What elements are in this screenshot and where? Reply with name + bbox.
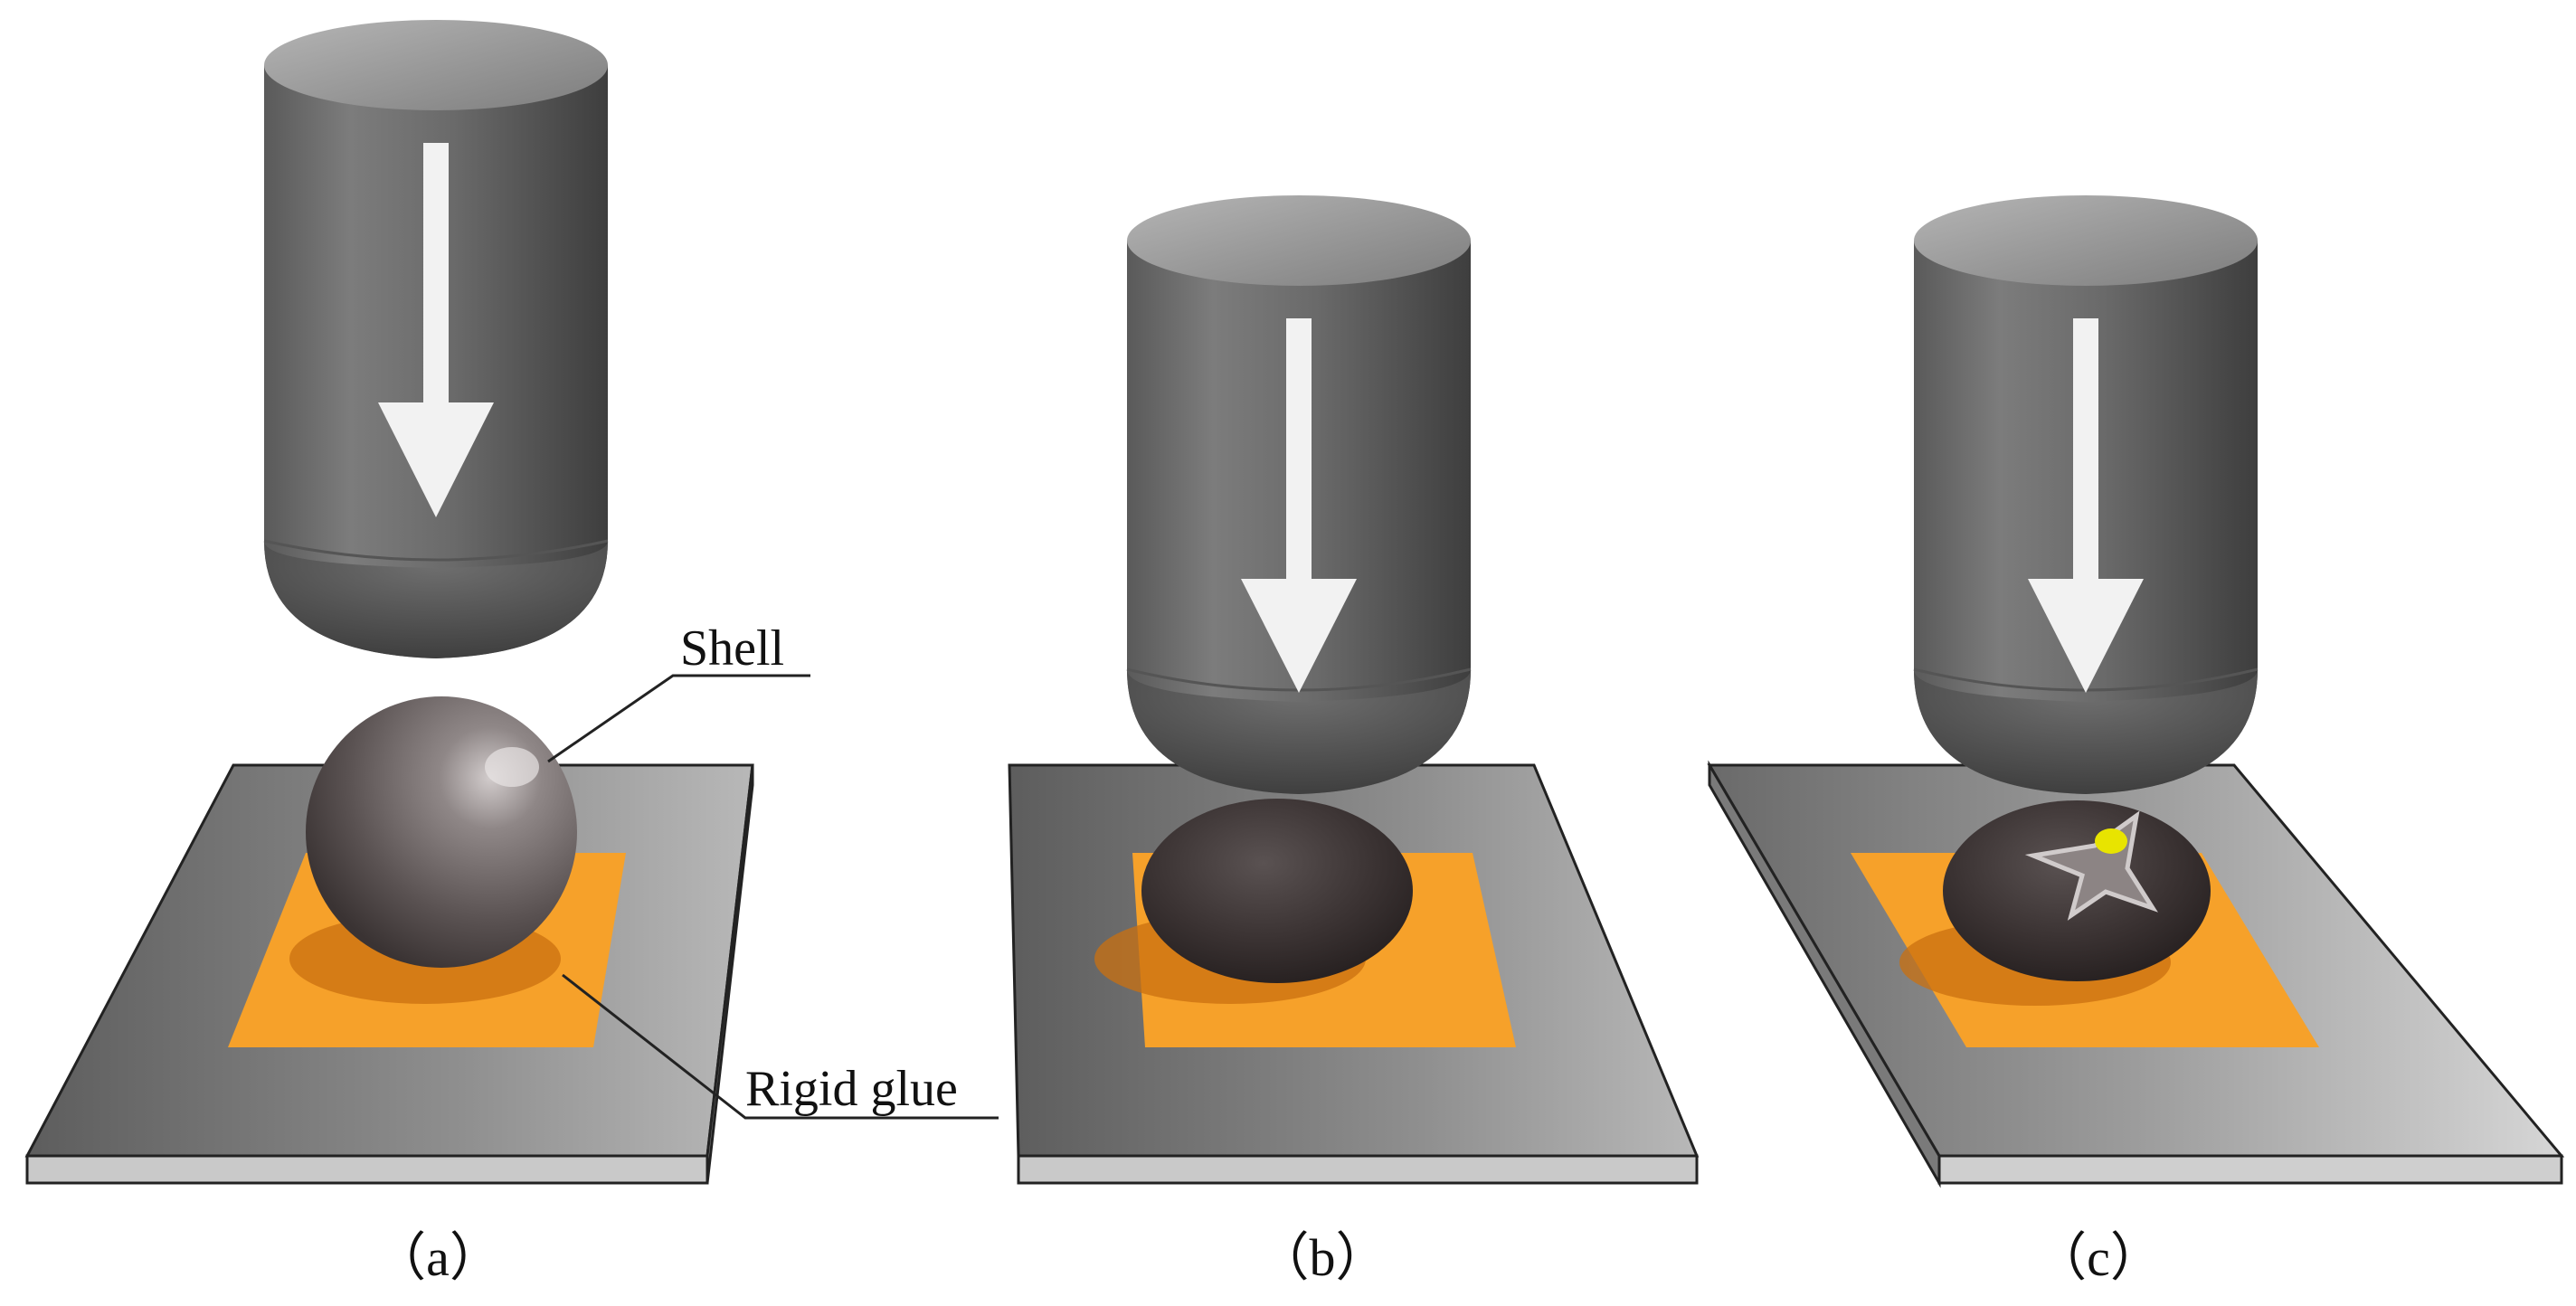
caption-c: （c）	[2034, 1228, 2163, 1287]
punch	[1126, 195, 1472, 794]
crack-highlight	[2095, 828, 2127, 854]
punch	[1913, 195, 2259, 794]
panel-a	[24, 20, 754, 1185]
shell-sphere	[306, 696, 577, 968]
panel-c	[1707, 195, 2565, 1188]
caption-b: （b）	[1256, 1228, 1387, 1287]
shell-label: Shell	[680, 620, 784, 677]
shell-annotation: Shell	[547, 620, 810, 763]
panel-b	[1008, 195, 1700, 1185]
rigid-glue-annotation: Rigid glue	[562, 973, 999, 1120]
punch	[263, 20, 609, 658]
down-arrow-icon	[2028, 318, 2144, 693]
down-arrow-icon	[1241, 318, 1357, 693]
caption-a: （a）	[374, 1228, 502, 1287]
down-arrow-icon	[378, 143, 494, 517]
shell-compressed	[1141, 799, 1413, 983]
rigid-glue-label: Rigid glue	[745, 1061, 958, 1117]
